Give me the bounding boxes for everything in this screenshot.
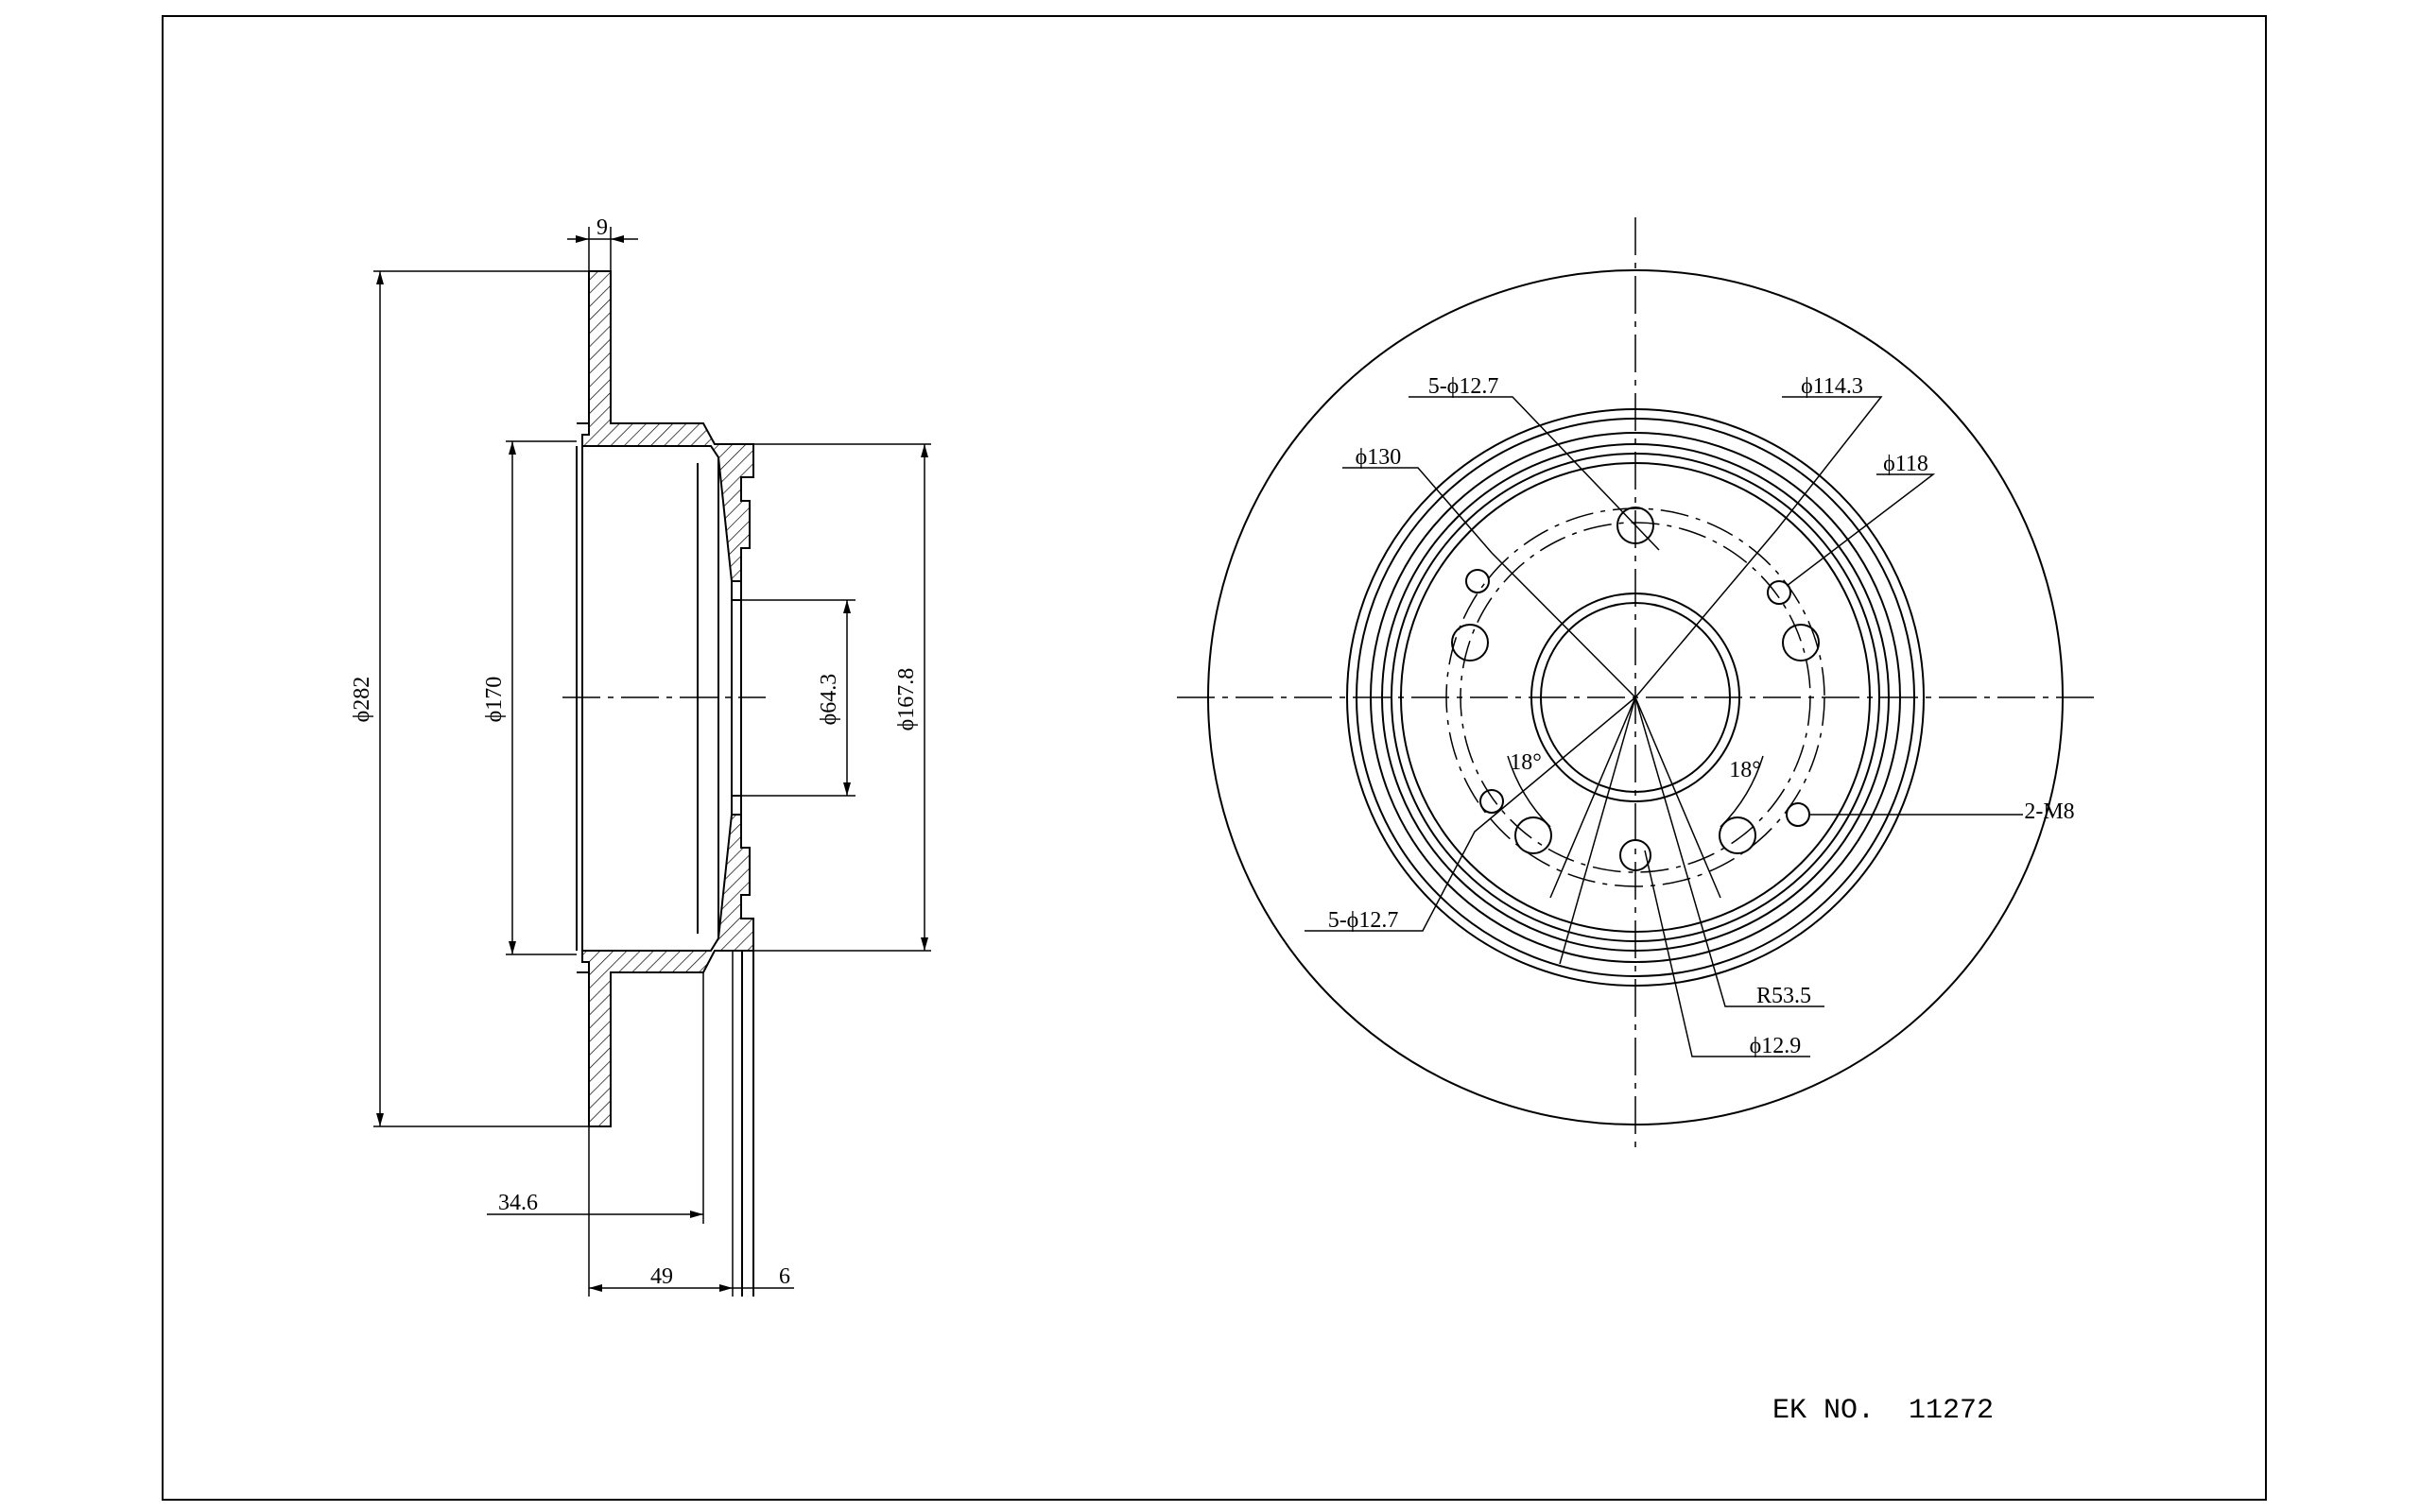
front-leaders (1305, 396, 2023, 1057)
label-threaded-holes: 2-M8 (2024, 799, 2074, 824)
label-pcd: ϕ114.3 (1801, 374, 1863, 399)
section-upper (581, 270, 754, 582)
dim-hat-wall: 6 (779, 1264, 790, 1289)
dim-outer-diameter: ϕ282 (350, 677, 374, 723)
dim-overall-height: 49 (650, 1264, 673, 1289)
label-bolt-holes-top: 5-ϕ12.7 (1428, 374, 1499, 399)
label-radius: R53.5 (1756, 984, 1811, 1008)
bolt-hole (1782, 624, 1820, 662)
small-hole (1767, 580, 1791, 605)
label-bolt-holes-bottom: 5-ϕ12.7 (1328, 908, 1399, 933)
dim-offset: 34.6 (498, 1191, 538, 1215)
label-ring-118: ϕ118 (1883, 452, 1928, 476)
section-lower (581, 814, 754, 1127)
dim-hat-outer: ϕ167.8 (894, 668, 919, 731)
label-hole-dia: ϕ12.9 (1750, 1034, 1802, 1058)
label-angle-right: 18° (1729, 758, 1761, 782)
side-arrows (376, 235, 928, 1292)
small-hole (1465, 569, 1490, 593)
small-hole (1479, 789, 1504, 814)
threaded-hole (1786, 802, 1810, 827)
dim-hat-diameter: ϕ170 (482, 677, 507, 723)
dim-center-bore: ϕ64.3 (817, 674, 841, 726)
bolt-hole (1451, 624, 1489, 662)
bolt-hole (1514, 816, 1552, 854)
drawing-border (162, 15, 2267, 1501)
label-ring-130: ϕ130 (1356, 445, 1402, 470)
bolt-hole (1719, 816, 1756, 854)
dim-flange-thickness: 9 (596, 215, 608, 240)
side-dimensions (373, 227, 931, 1297)
part-number: EK NO. 11272 (1772, 1395, 1994, 1427)
label-angle-left: 18° (1510, 750, 1542, 775)
section-view (576, 270, 754, 1297)
